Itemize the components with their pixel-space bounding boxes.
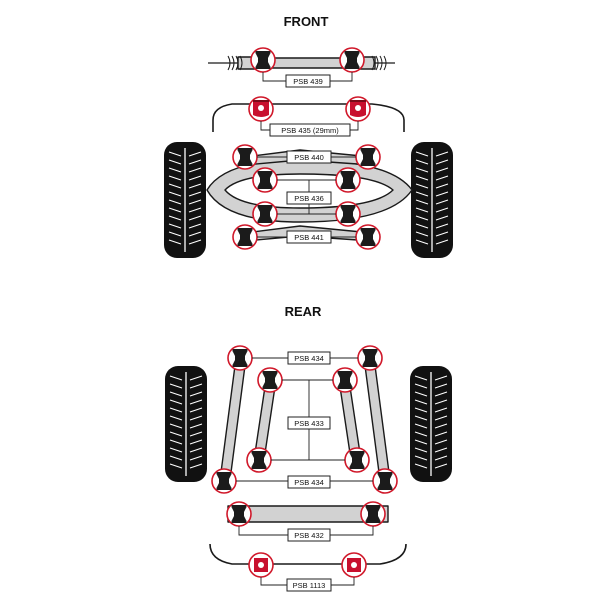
label-psb-434-lower: PSB 434 (294, 478, 324, 487)
label-psb-433: PSB 433 (294, 419, 324, 428)
rear-left-tyre (165, 366, 207, 482)
bush-psb433-lower-left (246, 447, 272, 473)
label-psb-435: PSB 435 (29mm) (281, 126, 339, 135)
label-psb-440: PSB 440 (294, 153, 324, 162)
rear-right-tyre (410, 366, 452, 482)
bush-psb433-lower-right (344, 447, 370, 473)
bush-psb1113-left (248, 552, 274, 578)
bush-psb1113-right (341, 552, 367, 578)
bush-psb435-right (345, 96, 371, 122)
rear-heading: REAR (285, 304, 322, 319)
bush-psb434-lower-right (372, 468, 398, 494)
label-psb-436: PSB 436 (294, 194, 324, 203)
bush-psb441-left (232, 224, 258, 250)
rear-anti-roll-bar (209, 543, 407, 565)
label-psb-441: PSB 441 (294, 233, 324, 242)
bush-psb434-upper-left (227, 345, 253, 371)
bush-psb436-lower-left (252, 201, 278, 227)
front-left-tyre (164, 142, 206, 258)
bush-psb441-right (355, 224, 381, 250)
bush-psb440-left (232, 144, 258, 170)
bush-psb436-upper-right (335, 167, 361, 193)
label-psb-432: PSB 432 (294, 531, 324, 540)
bush-psb436-lower-right (335, 201, 361, 227)
bush-psb434-upper-right (357, 345, 383, 371)
bush-psb440-right (355, 144, 381, 170)
bush-psb433-upper-right (332, 367, 358, 393)
front-right-tyre (411, 142, 453, 258)
bush-psb439-left (250, 47, 276, 73)
bush-psb434-lower-left (211, 468, 237, 494)
bush-psb435-left (248, 96, 274, 122)
bush-psb432-right (360, 501, 386, 527)
front-right-spring (371, 55, 387, 71)
front-anti-roll-bar (212, 103, 405, 132)
bush-psb432-left (226, 501, 252, 527)
bush-psb433-upper-left (257, 367, 283, 393)
bush-psb436-upper-left (252, 167, 278, 193)
label-psb-434-upper: PSB 434 (294, 354, 324, 363)
front-heading: FRONT (284, 14, 329, 29)
front-tie-bar (208, 55, 395, 71)
rear-outer-arm-left (219, 357, 247, 481)
label-psb-439: PSB 439 (293, 77, 323, 86)
front-left-spring (227, 55, 243, 71)
label-psb-1113: PSB 1113 (293, 581, 326, 590)
bush-psb439-right (339, 47, 365, 73)
